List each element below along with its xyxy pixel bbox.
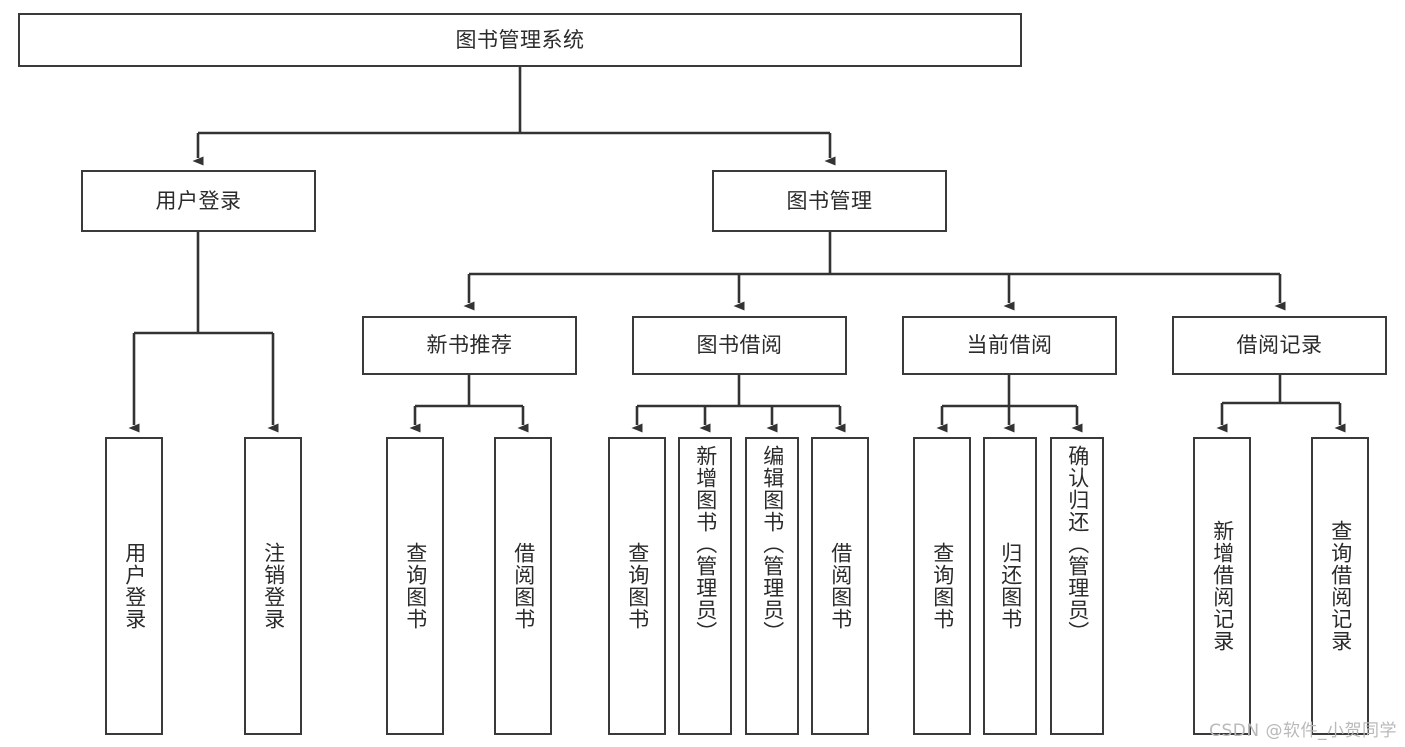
leaf-book-borrow-borrow-books[interactable]: 借阅图书 xyxy=(811,437,869,735)
leaf-new-book-borrow-books[interactable]: 借阅图书 xyxy=(494,437,552,735)
leaf-borrow-record-add-record[interactable]: 新增借阅记录 xyxy=(1193,437,1251,735)
node-label: 借阅图书 xyxy=(511,542,536,630)
node-book-borrow[interactable]: 图书借阅 xyxy=(632,316,847,375)
node-book-management[interactable]: 图书管理 xyxy=(712,170,947,232)
node-label: 用户登录 xyxy=(155,188,242,213)
node-label: 查询图书 xyxy=(930,542,955,630)
node-label: 新增借阅记录 xyxy=(1210,520,1235,652)
leaf-current-borrow-confirm-return-admin[interactable]: 确认归还（管理员） xyxy=(1050,437,1104,735)
node-new-book-recommend[interactable]: 新书推荐 xyxy=(362,316,577,375)
node-label: 注销登录 xyxy=(261,542,286,630)
node-label: 新增图书（管理员） xyxy=(693,445,718,643)
node-label: 查询借阅记录 xyxy=(1328,520,1353,652)
node-root-book-management-system[interactable]: 图书管理系统 xyxy=(18,13,1022,67)
node-current-borrow[interactable]: 当前借阅 xyxy=(902,316,1117,375)
node-label: 用户登录 xyxy=(122,542,147,630)
leaf-current-borrow-query-books[interactable]: 查询图书 xyxy=(913,437,971,735)
node-borrow-record[interactable]: 借阅记录 xyxy=(1172,316,1387,375)
leaf-current-borrow-return-books[interactable]: 归还图书 xyxy=(983,437,1037,735)
leaf-book-borrow-edit-book-admin[interactable]: 编辑图书（管理员） xyxy=(745,437,799,735)
node-label: 当前借阅 xyxy=(966,333,1053,358)
leaf-borrow-record-query-record[interactable]: 查询借阅记录 xyxy=(1311,437,1369,735)
node-label: 查询图书 xyxy=(625,542,650,630)
node-label: 编辑图书（管理员） xyxy=(760,445,785,643)
leaf-book-borrow-query-books[interactable]: 查询图书 xyxy=(608,437,666,735)
node-label: 确认归还（管理员） xyxy=(1065,445,1090,643)
leaf-user-login-logout[interactable]: 注销登录 xyxy=(244,437,302,735)
node-label: 借阅图书 xyxy=(828,542,853,630)
leaf-user-login-login[interactable]: 用户登录 xyxy=(105,437,163,735)
node-label: 借阅记录 xyxy=(1236,333,1323,358)
node-label: 新书推荐 xyxy=(426,333,513,358)
node-label: 图书管理 xyxy=(786,188,873,213)
node-label: 图书管理系统 xyxy=(455,27,585,52)
node-label: 归还图书 xyxy=(998,542,1023,630)
node-label: 图书借阅 xyxy=(696,333,783,358)
csdn-watermark: CSDN @软件_小贺同学 xyxy=(1209,721,1397,741)
node-label: 查询图书 xyxy=(403,542,428,630)
leaf-new-book-query-books[interactable]: 查询图书 xyxy=(386,437,444,735)
leaf-book-borrow-add-book-admin[interactable]: 新增图书（管理员） xyxy=(678,437,732,735)
node-user-login[interactable]: 用户登录 xyxy=(81,170,316,232)
